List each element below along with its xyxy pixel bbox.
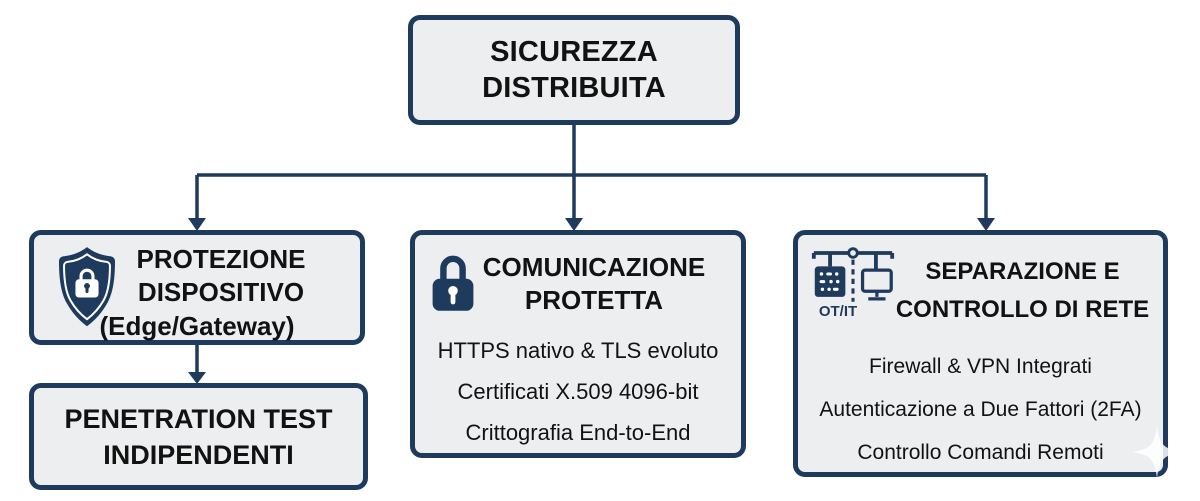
arrowhead-icon bbox=[565, 218, 583, 231]
detail-item: Certificati X.509 4096-bit bbox=[457, 379, 699, 404]
node-sicurezza-distribuita: SICUREZZA DISTRIBUITA bbox=[408, 15, 740, 125]
arrowhead-icon bbox=[188, 372, 206, 384]
node-penetration-test: PENETRATION TEST INDIPENDENTI bbox=[29, 383, 368, 490]
arrowhead-icon bbox=[188, 218, 206, 231]
node-comunicazione-protetta: COMUNICAZIONE PROTETTA HTTPS nativo & TL… bbox=[410, 230, 746, 458]
node-title: SICUREZZA bbox=[490, 36, 658, 68]
node-title: PROTEZIONE bbox=[136, 244, 306, 274]
shield-lock-icon bbox=[52, 245, 122, 329]
node-title: COMUNICAZIONE bbox=[482, 252, 706, 282]
node-subtitle: (Edge/Gateway) bbox=[99, 311, 295, 341]
detail-item: Autenticazione a Due Fattori (2FA) bbox=[819, 398, 1142, 421]
node-separazione-controllo-rete: OT/IT SEPARAZIONE E CONTROLLO DI RETE Fi… bbox=[793, 230, 1168, 477]
node-title: INDIPENDENTI bbox=[103, 439, 294, 470]
detail-item: Crittografia End-to-End bbox=[465, 420, 691, 445]
node-protezione-dispositivo: PROTEZIONE DISPOSITIVO (Edge/Gateway) bbox=[29, 230, 365, 345]
node-title: DISPOSITIVO bbox=[137, 277, 305, 307]
detail-item: Controllo Comandi Remoti bbox=[857, 441, 1104, 464]
node-title: PROTETTA bbox=[524, 285, 664, 315]
detail-item: Firewall & VPN Integrati bbox=[869, 355, 1092, 378]
node-title: SEPARAZIONE E bbox=[925, 258, 1120, 285]
ot-it-network-icon bbox=[810, 245, 896, 303]
padlock-icon bbox=[429, 250, 477, 314]
node-title: CONTROLLO DI RETE bbox=[895, 296, 1150, 323]
node-title: DISTRIBUITA bbox=[482, 72, 666, 104]
node-title: PENETRATION TEST bbox=[64, 403, 333, 434]
detail-item: HTTPS nativo & TLS evoluto bbox=[437, 338, 719, 363]
ot-it-label: OT/IT bbox=[818, 303, 858, 320]
arrowhead-icon bbox=[977, 218, 995, 231]
